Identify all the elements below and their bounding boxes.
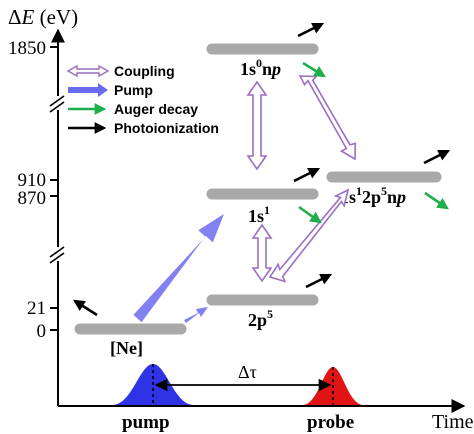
auger-arrow-s0np: [302, 61, 326, 78]
level-label-2p5: 2p5: [248, 307, 273, 330]
legend-pump-label: Pump: [114, 82, 153, 98]
y-axis-label: ΔE (eV): [8, 5, 78, 29]
photo-arrow-s1: [293, 167, 321, 183]
level-label-1s1-2p5np: 1s12p5np: [340, 184, 406, 207]
legend-pump-icon: [68, 83, 108, 97]
probe-label: probe: [307, 412, 354, 433]
photo-arrow-p5: [305, 273, 333, 289]
level-label-1s0np: 1s0np: [240, 56, 281, 79]
photo-arrow-ne: [73, 299, 98, 317]
legend-coupling-icon: [66, 64, 110, 78]
photo-arrow-s0np: [297, 22, 325, 38]
legend-coupling-label: Coupling: [114, 63, 175, 79]
delay-label: Δτ: [238, 362, 257, 382]
coupling-arrows: [246, 75, 357, 283]
coupling-s1p5np-p5: [268, 188, 350, 283]
coupling-s1-p5: [251, 223, 273, 283]
level-label-1s1: 1s1: [248, 203, 270, 226]
coupling-s0np-s1: [246, 80, 268, 171]
coupling-s0np-s1p5np: [298, 75, 357, 161]
x-axis-label: Time: [432, 411, 474, 433]
pump-arrows: [133, 214, 224, 323]
tick-label-870: 870: [18, 188, 47, 209]
auger-arrow-s1: [298, 205, 322, 224]
pump-label: pump: [122, 412, 170, 433]
photo-arrows: [73, 22, 451, 317]
legend: Coupling Pump Auger decay Photoionizatio…: [66, 63, 219, 136]
pulses: Δτ: [113, 362, 363, 405]
tick-label-910: 910: [18, 170, 47, 191]
auger-arrows: [298, 61, 449, 224]
pump-arrow-2p5: [184, 307, 208, 323]
tick-label-0: 0: [37, 321, 47, 342]
legend-auger-label: Auger decay: [114, 101, 198, 117]
level-label-ne: [Ne]: [110, 338, 143, 358]
photo-arrow-s1p5np: [423, 149, 451, 165]
energy-levels: [74, 43, 442, 335]
pump-arrow-1s1: [133, 214, 224, 323]
auger-arrow-s1p5np: [424, 191, 449, 210]
y-ticks: 1850 910 870 21 0: [8, 38, 58, 342]
legend-photo-label: Photoionization: [114, 120, 219, 136]
tick-label-21: 21: [27, 298, 46, 319]
y-axis: [49, 28, 66, 406]
tick-label-1850: 1850: [8, 38, 46, 59]
